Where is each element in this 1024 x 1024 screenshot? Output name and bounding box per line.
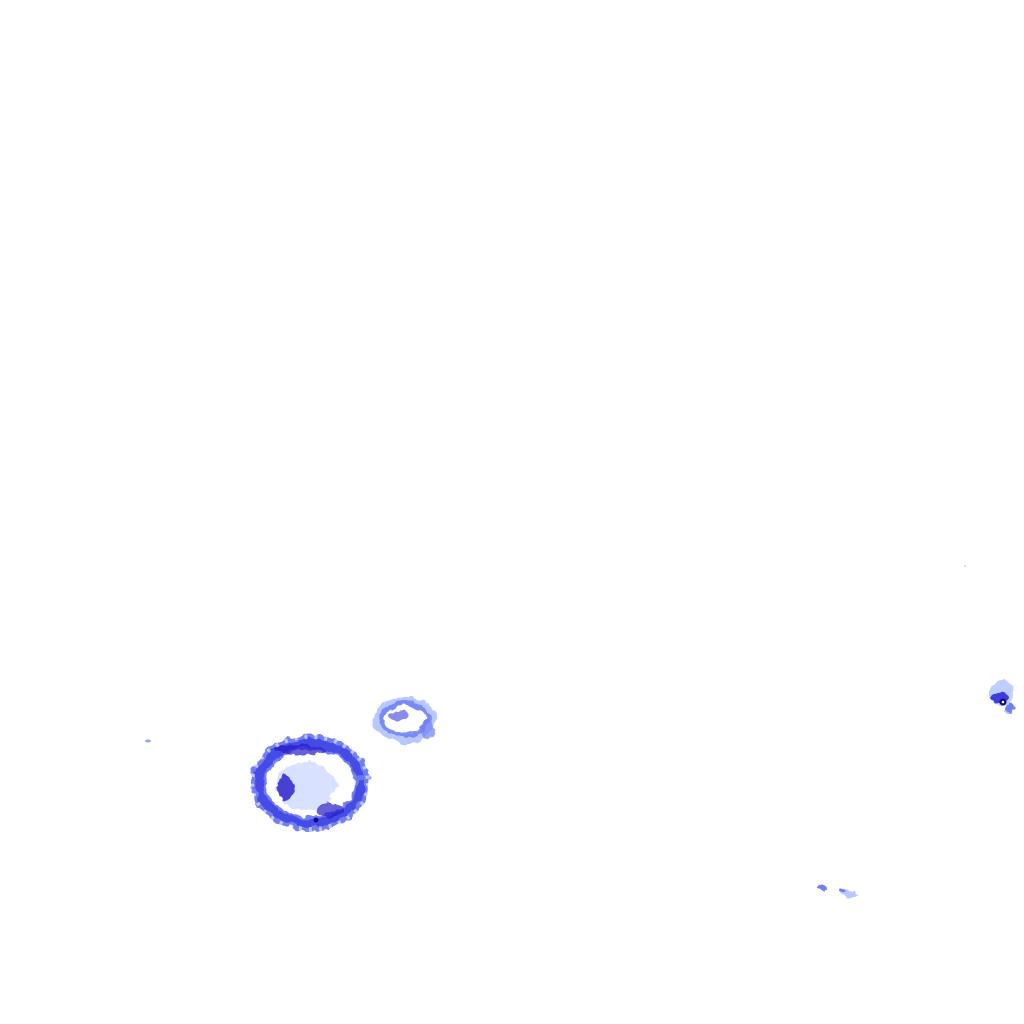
large-ring-stain <box>250 734 372 832</box>
bottom-speck <box>819 885 856 897</box>
edge-stain <box>990 680 1014 713</box>
faint-speck <box>963 564 967 568</box>
left-speck <box>145 739 151 743</box>
edge-stain-highlight <box>1001 700 1005 704</box>
large-ring-dot <box>313 817 319 823</box>
large-ring-speckle <box>250 735 370 831</box>
medium-ring-stain <box>374 696 436 744</box>
